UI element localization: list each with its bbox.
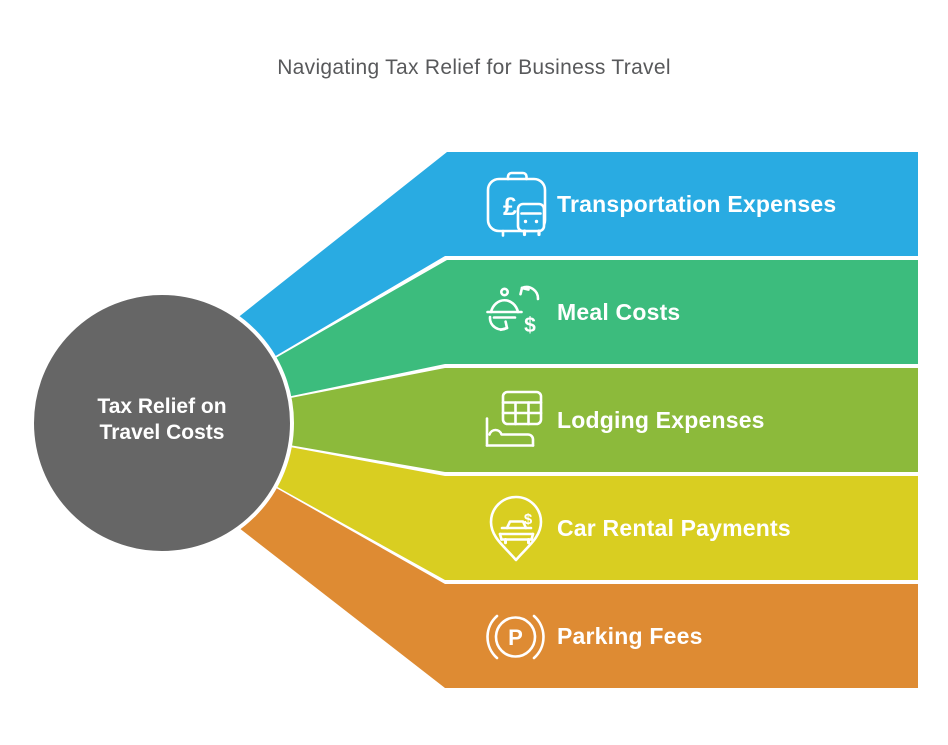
meal-exchange-icon: $ (486, 285, 540, 337)
suitcase-bus-icon: £ (486, 171, 547, 237)
parking-letter-glyph: P (508, 625, 523, 650)
ledger-bed-icon (485, 390, 543, 447)
band-meal (162, 260, 918, 423)
band-label-car-rental: Car Rental Payments (557, 515, 791, 541)
band-label-transportation: Transportation Expenses (557, 191, 837, 217)
car-pin-icon: $ (489, 495, 543, 562)
band-label-parking: Parking Fees (557, 623, 703, 649)
band-transportation (140, 152, 918, 423)
page-title: Navigating Tax Relief for Business Trave… (277, 56, 671, 79)
dollar-glyph: $ (524, 511, 533, 528)
parking-icon: P (486, 614, 545, 660)
band-label-meal: Meal Costs (557, 299, 681, 325)
dollar-glyph: $ (524, 314, 536, 337)
pound-glyph: £ (503, 193, 517, 221)
band-car-rental (162, 423, 918, 580)
center-circle (30, 291, 294, 555)
center-circle-label: Tax Relief on Travel Costs (97, 395, 227, 444)
band-parking (140, 423, 918, 688)
band-label-lodging: Lodging Expenses (557, 407, 765, 433)
